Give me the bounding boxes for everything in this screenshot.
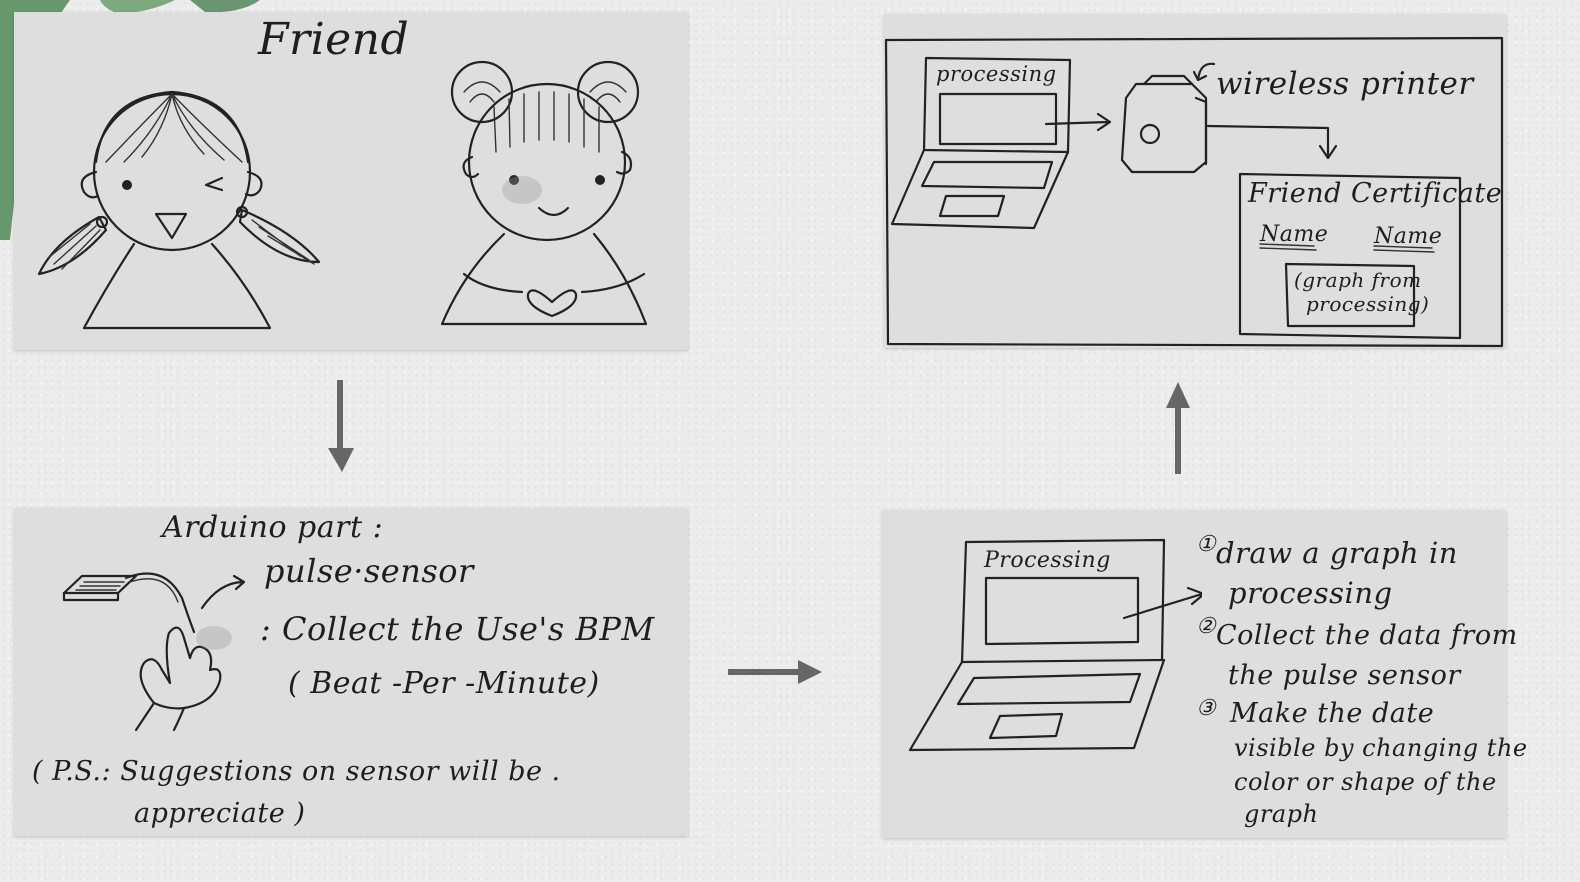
collect-bpm-text: : Collect the Use's BPM [260, 610, 655, 648]
pulse-sensor-label: pulse·sensor [264, 552, 474, 590]
certificate-name-left: Name [1260, 222, 1329, 247]
panel-arduino: Arduino part : pulse·sensor : Collect th… [14, 508, 688, 836]
step3-line4: graph [1244, 800, 1319, 828]
arrow-down-icon [328, 380, 354, 472]
girl-buns-heart-icon [440, 60, 648, 326]
step1-line1: draw a graph in [1216, 536, 1458, 570]
step1-line2: processing [1228, 576, 1393, 610]
panel-friend: Friend [14, 12, 688, 350]
pulse-sensor-icon [62, 572, 246, 634]
ps-note-line2: appreciate ) [134, 798, 306, 829]
certificate-graph-note-1: (graph from [1294, 268, 1422, 292]
panel-printer: processing wireless printer Friend Certi… [884, 14, 1506, 348]
laptop-icon [908, 538, 1202, 752]
step-marker-2: ② [1196, 614, 1217, 639]
certificate-icon [1238, 172, 1462, 340]
step-marker-3: ③ [1196, 696, 1217, 721]
arrow-right-icon [728, 660, 822, 684]
frame-border [884, 36, 1504, 348]
certificate-graph-note-2: processing) [1306, 292, 1430, 316]
laptop-icon [890, 56, 1112, 230]
step2-line2: the pulse sensor [1228, 660, 1461, 691]
arduino-heading: Arduino part : [162, 510, 384, 545]
step-marker-1: ① [1196, 532, 1217, 557]
certificate-title: Friend Certificate [1248, 178, 1503, 209]
ps-note-line1: ( P.S.: Suggestions on sensor will be . [32, 756, 561, 787]
wireless-printer-label: wireless printer [1216, 66, 1474, 102]
printer-icon [1120, 62, 1338, 174]
hand-icon [134, 626, 232, 732]
step2-line1: Collect the data from [1216, 620, 1518, 651]
arrow-up-icon [1166, 382, 1190, 474]
girl-pigtails-icon [37, 90, 321, 330]
bpm-definition-text: ( Beat -Per -Minute) [288, 666, 600, 701]
panel-title-friend: Friend [258, 14, 410, 65]
step3-line1: Make the date [1230, 698, 1435, 729]
step3-line2: visible by changing the [1234, 734, 1528, 762]
panel-processing: Processing ① draw a graph in processing … [882, 510, 1527, 838]
certificate-name-right: Name [1374, 224, 1443, 249]
processing-label: Processing [984, 548, 1111, 573]
step3-line3: color or shape of the [1234, 768, 1497, 796]
processing-label-small: processing [936, 62, 1057, 86]
